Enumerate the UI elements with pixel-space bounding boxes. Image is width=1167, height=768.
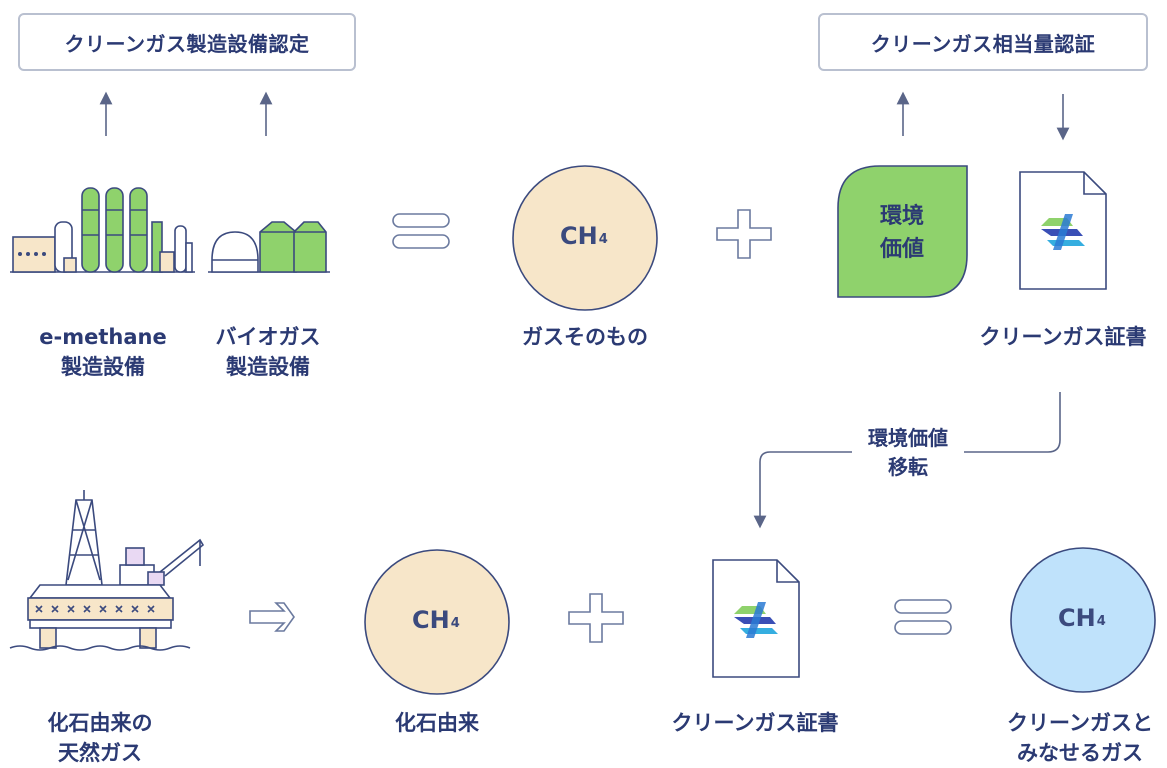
clean-gas-label: クリーンガスと みなせるガス [995, 708, 1165, 768]
biogas-label: バイオガス 製造設備 [198, 322, 338, 382]
gas-formula-subscript: 4 [598, 232, 608, 247]
emethane-facility-icon [10, 187, 195, 273]
biogas-facility-icon [208, 221, 330, 273]
gas-itself-label: ガスそのもの [522, 325, 648, 349]
arrow-right-icon [249, 602, 295, 632]
biogas-label-line2: 製造設備 [226, 355, 310, 379]
emethane-label-line2: 製造設備 [61, 355, 145, 379]
natural-gas-label: 化石由来の 天然ガス [25, 708, 175, 768]
facility-certification-box: クリーンガス製造設備認定 [18, 13, 356, 71]
equivalent-certification-box: クリーンガス相当量認証 [818, 13, 1148, 71]
clean-gas-circle [1010, 547, 1156, 693]
environmental-value-text: 環境 価値 [862, 200, 942, 266]
clean-formula-subscript: 4 [1096, 614, 1106, 629]
fossil-gas-circle [364, 549, 510, 695]
equals-sign-top [392, 213, 450, 249]
certificate-document-top [1019, 171, 1107, 290]
environmental-value-leaf [837, 165, 968, 298]
clean-formula: CH4 [1058, 604, 1106, 632]
clean-gas-label-line2: みなせるガス [1017, 741, 1143, 765]
gas-formula: CH4 [560, 222, 608, 250]
transfer-label-line1: 環境価値 [868, 426, 948, 450]
environmental-value-line2: 価値 [879, 237, 924, 262]
equals-sign-bottom [894, 599, 952, 635]
gas-formula-text: CH [560, 222, 598, 250]
plus-sign-top [716, 209, 772, 259]
certificate-document-bottom [712, 559, 800, 678]
fossil-formula-subscript: 4 [450, 616, 460, 631]
equivalent-certification-label: クリーンガス相当量認証 [870, 31, 1096, 56]
certificate-label-top: クリーンガス証書 [979, 325, 1147, 349]
emethane-label-line1: e-methane [39, 325, 167, 349]
gas-itself-circle [512, 165, 658, 311]
fossil-formula: CH4 [412, 606, 460, 634]
fossil-label: 化石由来 [395, 711, 479, 735]
biogas-label-line1: バイオガス [215, 325, 321, 349]
environmental-value-line1: 環境 [879, 204, 924, 229]
plus-sign-bottom [568, 593, 624, 643]
natural-gas-label-line1: 化石由来の [47, 711, 153, 735]
natural-gas-label-line2: 天然ガス [58, 741, 142, 765]
fossil-formula-text: CH [412, 606, 450, 634]
transfer-label: 環境価値 移転 [852, 424, 964, 482]
clean-formula-text: CH [1058, 604, 1096, 632]
emethane-label: e-methane 製造設備 [28, 322, 178, 382]
offshore-platform-icon [9, 490, 205, 651]
facility-certification-label: クリーンガス製造設備認定 [64, 31, 310, 56]
transfer-label-line2: 移転 [888, 455, 928, 479]
certificate-label-bottom: クリーンガス証書 [671, 711, 839, 735]
clean-gas-label-line1: クリーンガスと [1007, 711, 1153, 735]
